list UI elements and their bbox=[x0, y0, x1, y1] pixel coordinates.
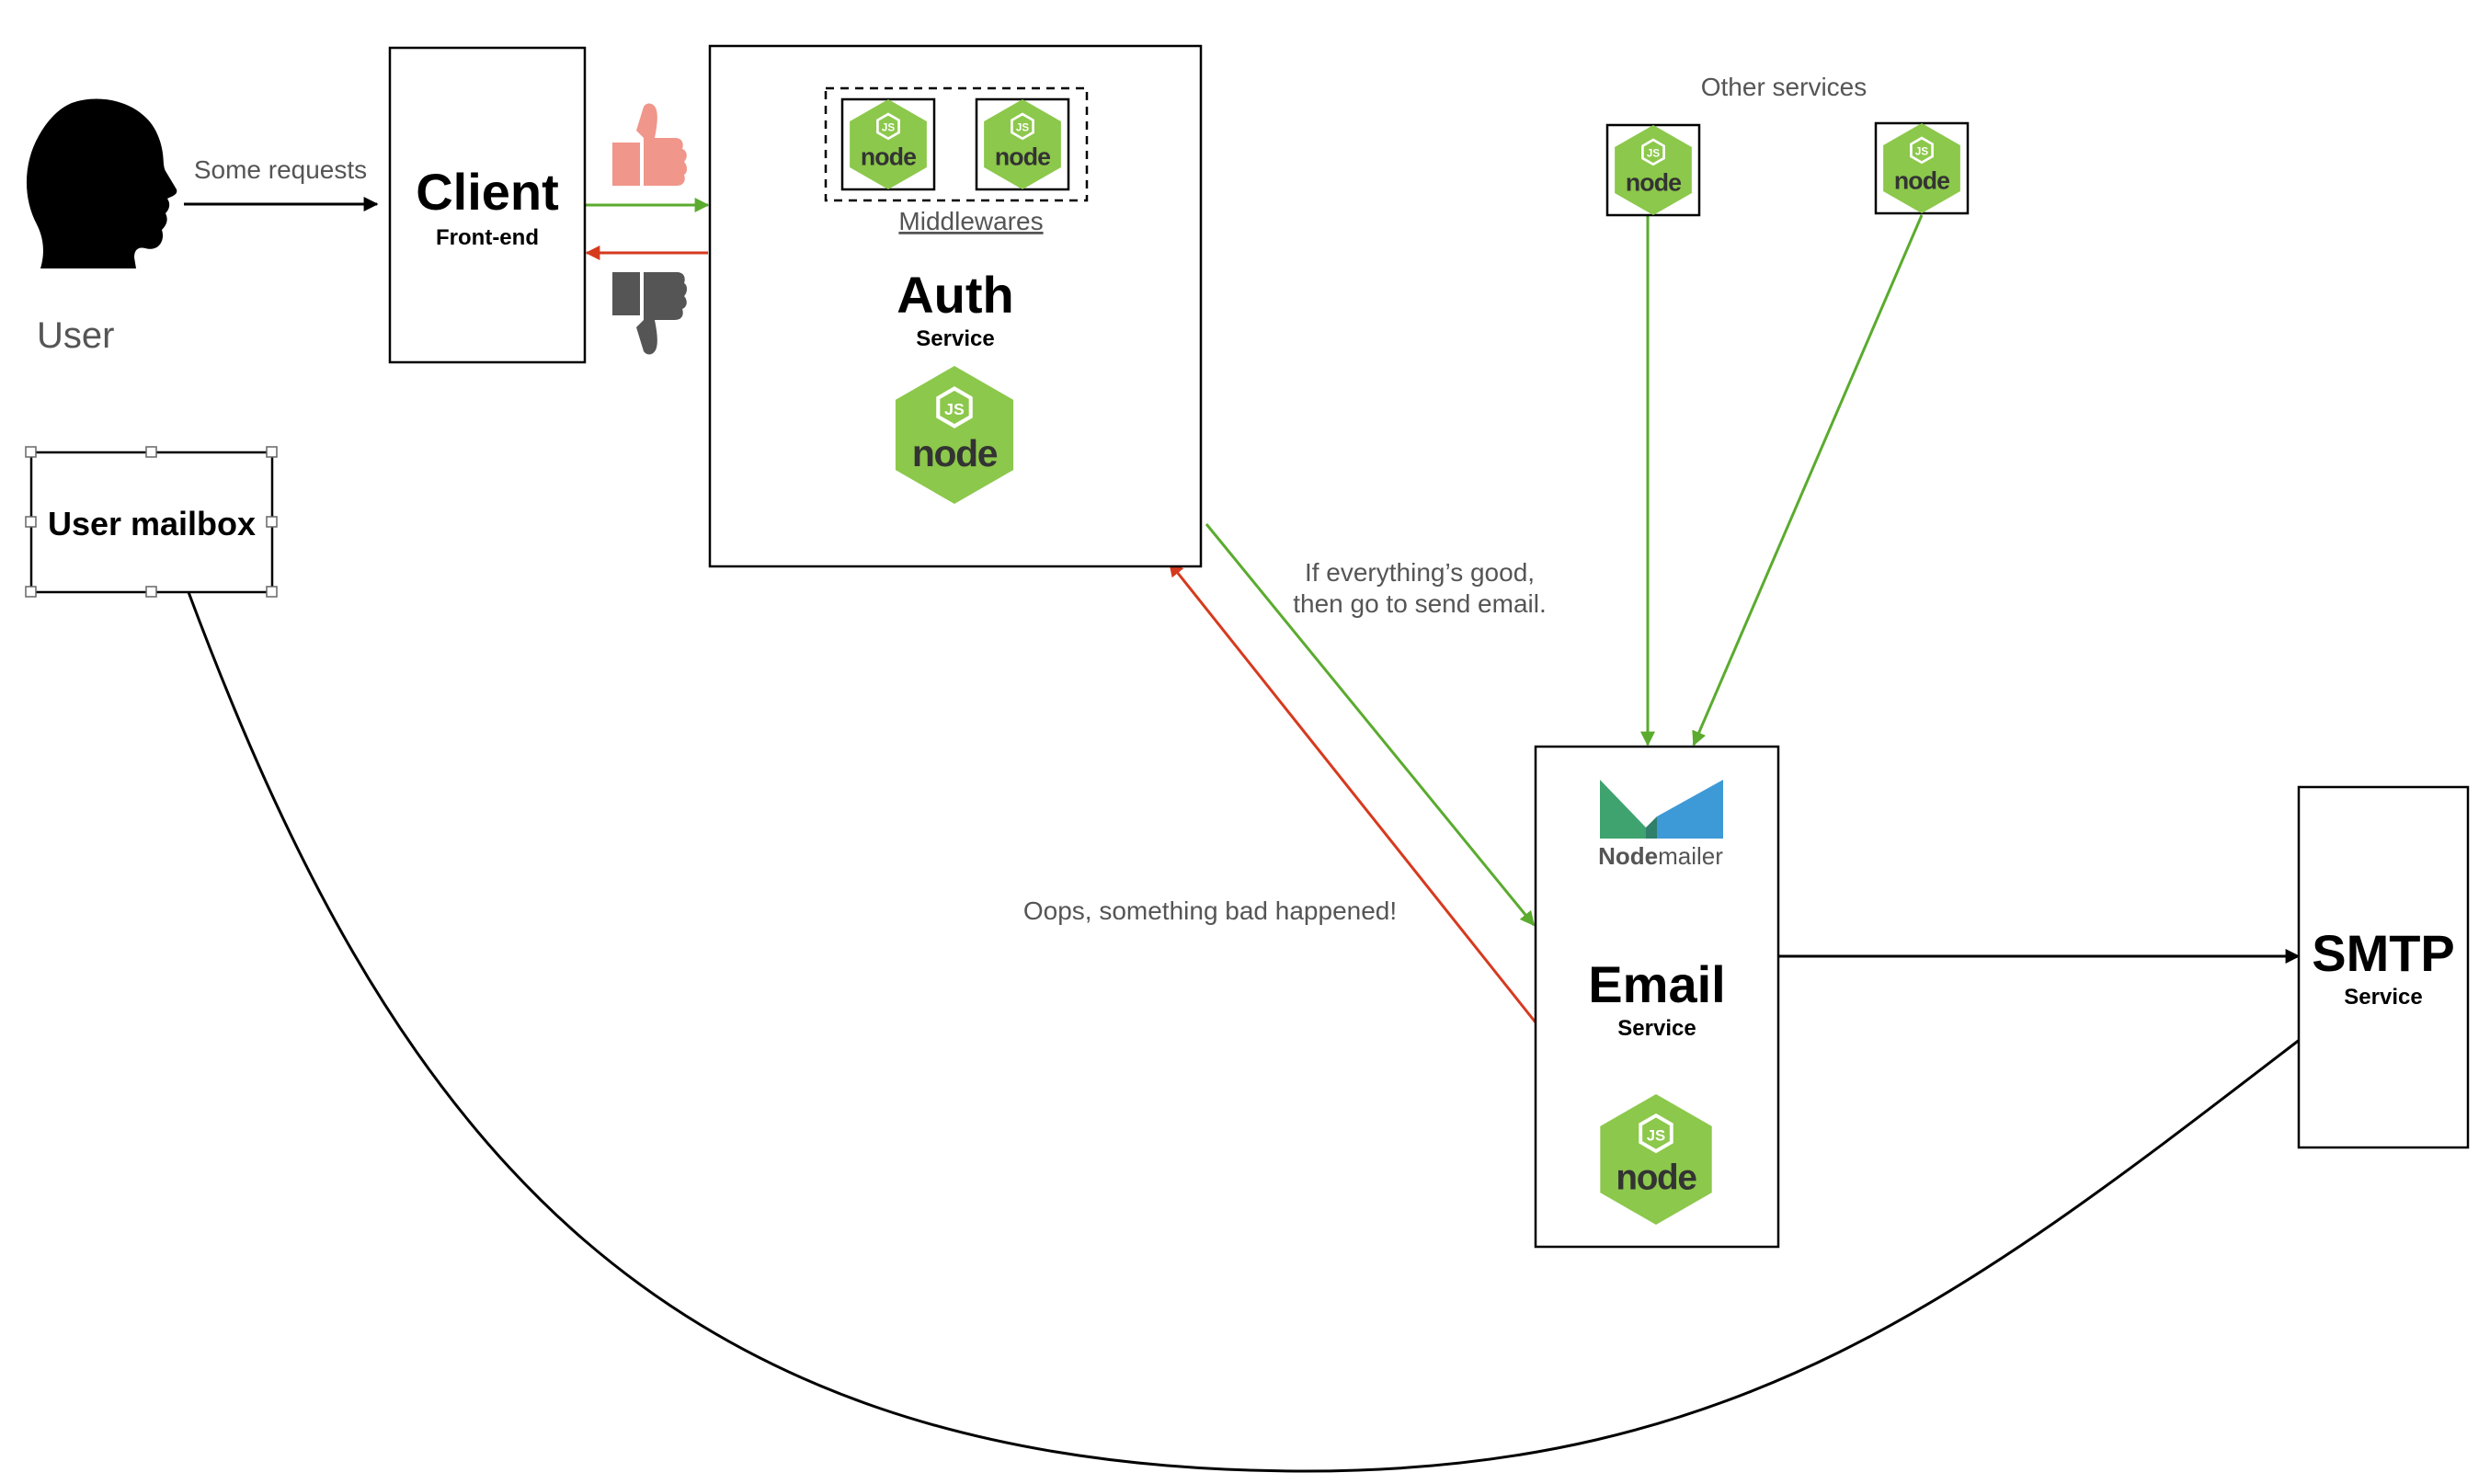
edge-other-service-2-to-email bbox=[1692, 214, 1924, 747]
other-service-2[interactable] bbox=[1874, 121, 1970, 215]
edge-label-everything-good-2: then go to send email. bbox=[1293, 589, 1547, 618]
email-subtitle: Service bbox=[1617, 1016, 1696, 1041]
user-mailbox-label: User mailbox bbox=[48, 505, 256, 542]
client-title: Client bbox=[416, 163, 559, 221]
user-mailbox-node[interactable]: User mailbox bbox=[25, 446, 278, 598]
auth-title: Auth bbox=[897, 266, 1014, 324]
middlewares-label: Middlewares bbox=[898, 207, 1043, 235]
edge-email-to-auth bbox=[1168, 561, 1537, 1023]
other-services-label: Other services bbox=[1701, 73, 1868, 101]
user-head-icon bbox=[26, 98, 177, 268]
edge-auth-to-email bbox=[1205, 523, 1536, 927]
nodemailer-wordmark: Nodemailer bbox=[1598, 842, 1723, 870]
user-label: User bbox=[37, 315, 114, 356]
nodemailer-wordmark-rest: mailer bbox=[1658, 842, 1723, 870]
email-node[interactable]: Nodemailer Email Service bbox=[1534, 745, 1780, 1249]
edge-label-oops: Oops, something bad happened! bbox=[1023, 896, 1397, 925]
user-node: User bbox=[26, 98, 177, 356]
nodemailer-wordmark-bold: Node bbox=[1598, 842, 1658, 870]
edge-label-everything-good-1: If everything’s good, bbox=[1305, 558, 1535, 587]
selection-handle-br[interactable] bbox=[266, 586, 278, 598]
smtp-title: SMTP bbox=[2312, 924, 2455, 982]
selection-handle-tr[interactable] bbox=[266, 446, 278, 458]
smtp-node[interactable]: SMTP Service bbox=[2297, 785, 2470, 1149]
user-mailbox-box[interactable] bbox=[29, 451, 274, 594]
selection-handle-tm[interactable] bbox=[145, 446, 157, 458]
client-node[interactable]: Client Front-end bbox=[388, 46, 587, 364]
nodemailer-logo-icon bbox=[1600, 780, 1723, 839]
selection-handle-bl[interactable] bbox=[25, 586, 37, 598]
selection-handle-ml[interactable] bbox=[25, 516, 37, 528]
selection-handle-bm[interactable] bbox=[145, 586, 157, 598]
selection-handle-tl[interactable] bbox=[25, 446, 37, 458]
client-subtitle: Front-end bbox=[436, 225, 539, 250]
edge-label-some-requests: Some requests bbox=[194, 155, 367, 184]
client-box[interactable] bbox=[388, 46, 587, 364]
auth-node[interactable]: Middlewares Auth Service bbox=[708, 44, 1203, 568]
auth-subtitle: Service bbox=[916, 326, 994, 351]
email-title: Email bbox=[1588, 955, 1725, 1013]
other-service-1[interactable] bbox=[1605, 123, 1701, 217]
thumbs-down-icon bbox=[612, 272, 687, 355]
selection-handle-mr[interactable] bbox=[266, 516, 278, 528]
smtp-box[interactable] bbox=[2297, 785, 2470, 1149]
smtp-subtitle: Service bbox=[2344, 985, 2422, 1010]
thumbs-up-icon bbox=[612, 103, 687, 186]
connectors bbox=[184, 197, 2302, 1473]
selection-handles[interactable] bbox=[25, 446, 278, 598]
edge-smtp-to-mailbox bbox=[187, 591, 2302, 1473]
middlewares-group bbox=[824, 86, 1089, 202]
